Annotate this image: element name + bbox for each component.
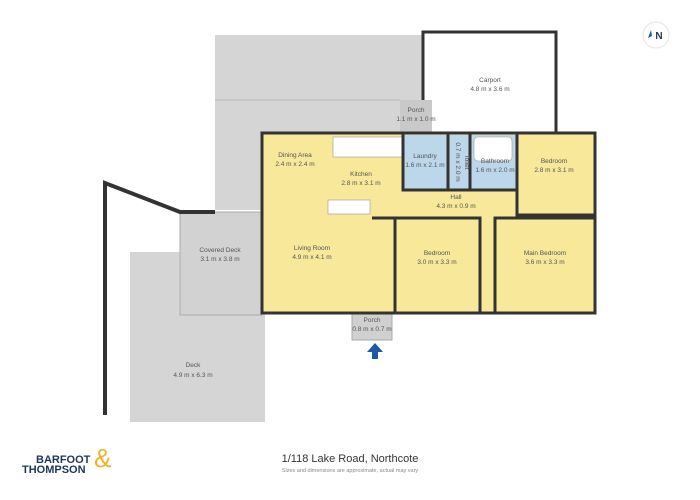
company-logo: BARFOOT THOMPSON &	[22, 443, 112, 476]
dims-deck: 4.9 m x 6.3 m	[173, 372, 212, 379]
label-deck: Deck	[186, 362, 202, 369]
outdoor-gray-area	[215, 100, 265, 210]
label-living: Living Room	[294, 245, 330, 252]
dims-bathroom: 1.6 m x 2.0 m	[475, 167, 514, 174]
boundary-wall	[103, 180, 215, 415]
label-carport: Carport	[479, 77, 501, 84]
entrance-arrow-icon	[367, 343, 383, 359]
label-kitchen: Kitchen	[350, 171, 372, 178]
label-dining: Dining Area	[278, 152, 312, 159]
carport-wall	[421, 30, 558, 135]
toilet-floor	[449, 135, 469, 190]
laundry-floor	[403, 135, 447, 190]
label-toilet: Toilet	[463, 154, 470, 169]
label-bedroom-1: Bedroom	[541, 158, 567, 165]
covered-deck-area	[179, 211, 263, 316]
label-bathroom: Bathroom	[481, 158, 509, 165]
north-compass-icon: N	[642, 21, 670, 49]
label-porch-rear: Porch	[408, 107, 425, 114]
dims-kitchen: 2.8 m x 3.1 m	[341, 180, 380, 187]
dims-toilet: 0.7 m x 2.0 m	[454, 142, 461, 181]
label-bedroom-2: Bedroom	[424, 250, 450, 257]
dims-dining: 2.4 m x 2.4 m	[275, 161, 314, 168]
label-covered-deck: Covered Deck	[199, 247, 241, 254]
label-porch-front: Porch	[364, 317, 381, 324]
dims-carport: 4.8 m x 3.6 m	[470, 86, 509, 93]
kitchen-bench	[332, 136, 404, 158]
dims-porch-front: 0.8 m x 0.7 m	[352, 326, 391, 333]
dims-living: 4.9 m x 4.1 m	[292, 254, 331, 261]
svg-text:N: N	[655, 31, 662, 42]
disclaimer: Sizes and dimensions are approximate, ac…	[281, 468, 419, 474]
label-laundry: Laundry	[413, 153, 437, 160]
label-hall: Hall	[450, 194, 462, 201]
dims-main-bedroom: 3.6 m x 3.3 m	[525, 259, 564, 266]
dims-hall: 4.3 m x 0.9 m	[436, 203, 475, 210]
dims-bedroom-1: 2.8 m x 3.1 m	[534, 167, 573, 174]
dims-laundry: 1.6 m x 2.1 m	[405, 162, 444, 169]
dims-bedroom-2: 3.0 m x 3.3 m	[417, 259, 456, 266]
bathtub	[473, 136, 513, 162]
walls	[260, 131, 597, 315]
label-main-bedroom: Main Bedroom	[524, 250, 566, 257]
dims-covered-deck: 3.1 m x 3.8 m	[200, 256, 239, 263]
address-title: 1/118 Lake Road, Northcote	[281, 453, 419, 465]
dims-porch-rear: 1.1 m x 1.0 m	[396, 116, 435, 123]
kitchen-island	[327, 199, 371, 215]
rear-porch	[400, 100, 432, 133]
